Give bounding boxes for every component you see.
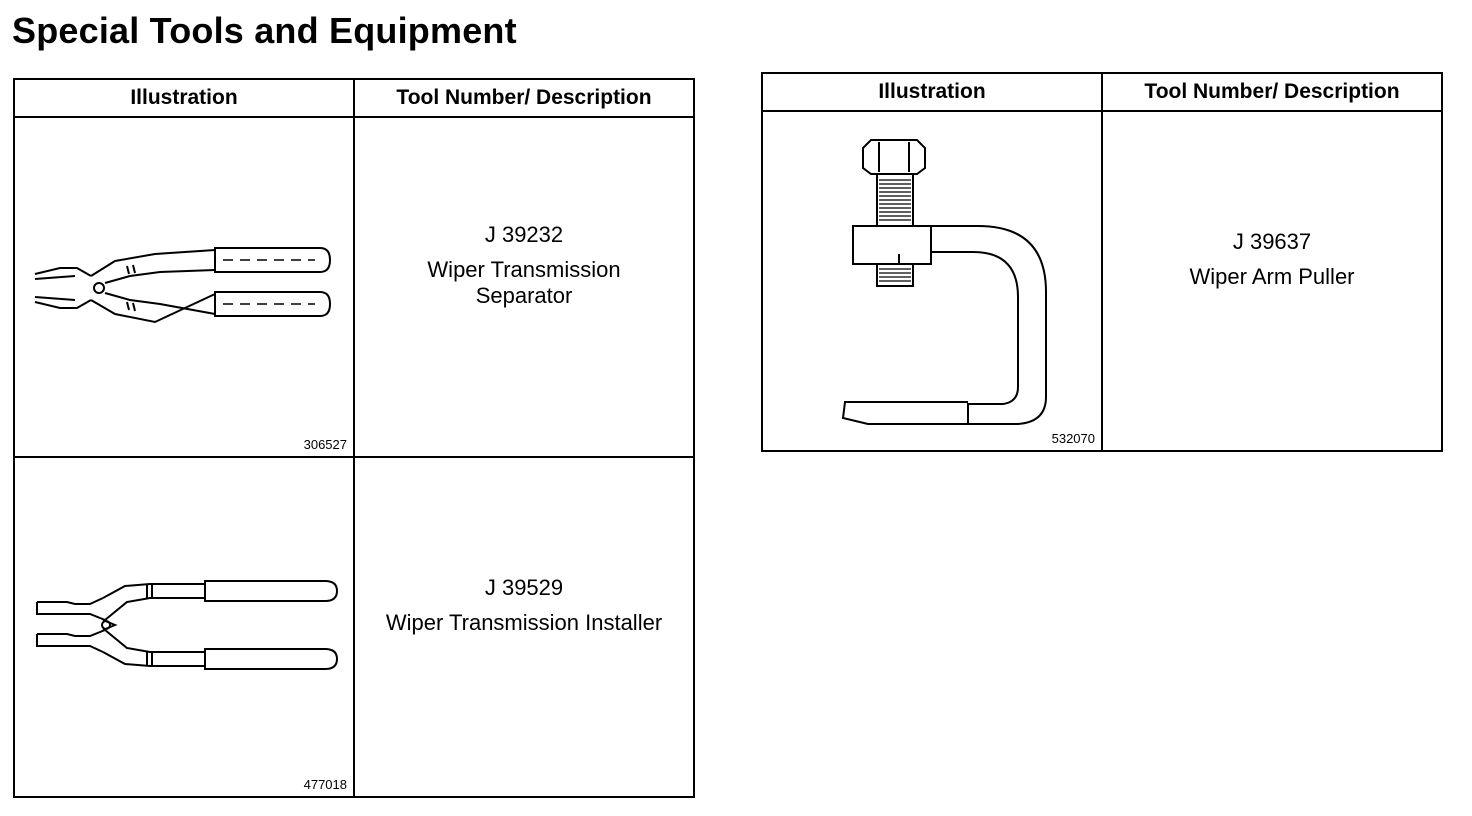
table-row: 306527 J 39232 Wiper Transmission Separa…: [13, 116, 695, 458]
separator-pliers-icon: [34, 247, 332, 324]
illustration-cell: 306527: [13, 116, 355, 458]
table-row: 477018 J 39529 Wiper Transmission Instal…: [13, 456, 695, 798]
description-cell: J 39232 Wiper Transmission Separator: [353, 116, 695, 458]
installer-pliers-icon: [36, 580, 339, 670]
illustration-cell: 532070: [761, 110, 1103, 452]
tool-name: Wiper Transmission Separator: [427, 256, 621, 308]
illustration-cell: 477018: [13, 456, 355, 798]
figure-id: 306527: [303, 437, 347, 452]
page-title: Special Tools and Equipment: [12, 10, 517, 51]
figure-id: 477018: [303, 777, 347, 792]
column-header-illustration: Illustration: [13, 78, 355, 118]
tools-table-right: Illustration Tool Number/ Description: [761, 72, 1443, 452]
table-header-row: Illustration Tool Number/ Description: [13, 78, 695, 118]
tool-number: J 39529: [484, 574, 564, 600]
description-cell: J 39637 Wiper Arm Puller: [1101, 110, 1443, 452]
tool-name: Wiper Transmission Installer: [385, 609, 663, 635]
column-header-tool: Tool Number/ Description: [1101, 72, 1443, 112]
column-header-illustration: Illustration: [761, 72, 1103, 112]
tool-number: J 39637: [1232, 228, 1312, 254]
table-header-row: Illustration Tool Number/ Description: [761, 72, 1443, 112]
tools-table-left: Illustration Tool Number/ Description: [13, 78, 695, 798]
arm-puller-icon: [841, 139, 1047, 425]
figure-id: 532070: [1051, 431, 1095, 446]
column-header-tool: Tool Number/ Description: [353, 78, 695, 118]
tool-name: Wiper Arm Puller: [1189, 263, 1355, 289]
tool-number: J 39232: [484, 221, 564, 247]
description-cell: J 39529 Wiper Transmission Installer: [353, 456, 695, 798]
table-row: 532070 J 39637 Wiper Arm Puller: [761, 110, 1443, 452]
